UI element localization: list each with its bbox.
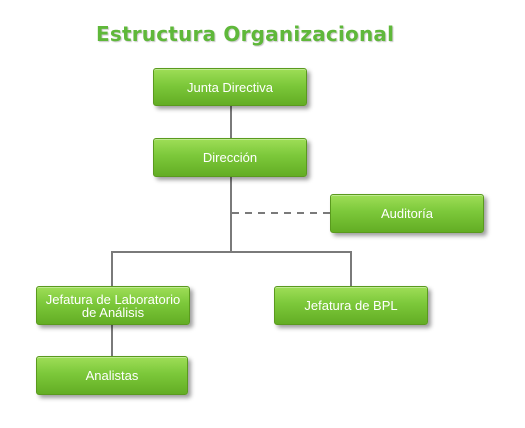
node-direccion-label: Dirección bbox=[202, 150, 258, 165]
node-analistas-label: Analistas bbox=[85, 368, 139, 383]
node-junta-directiva: Junta Directiva bbox=[153, 68, 307, 106]
node-jefatura-laboratorio-label-line2: de Análisis bbox=[81, 304, 145, 320]
chart-title: Estructura Organizacional bbox=[96, 22, 395, 46]
node-jefatura-bpl: Jefatura de BPL bbox=[274, 286, 428, 325]
node-auditoria: Auditoría bbox=[330, 194, 484, 233]
node-jefatura-bpl-label: Jefatura de BPL bbox=[304, 298, 398, 313]
node-auditoria-label: Auditoría bbox=[380, 206, 434, 221]
node-jefatura-laboratorio-label-line1: Jefatura de Laboratorio bbox=[45, 291, 181, 307]
node-direccion: Dirección bbox=[153, 138, 307, 177]
node-analistas: Analistas bbox=[36, 356, 188, 395]
node-jefatura-laboratorio: Jefatura de Laboratorio de Análisis bbox=[36, 286, 190, 325]
node-junta-directiva-label: Junta Directiva bbox=[187, 79, 273, 95]
